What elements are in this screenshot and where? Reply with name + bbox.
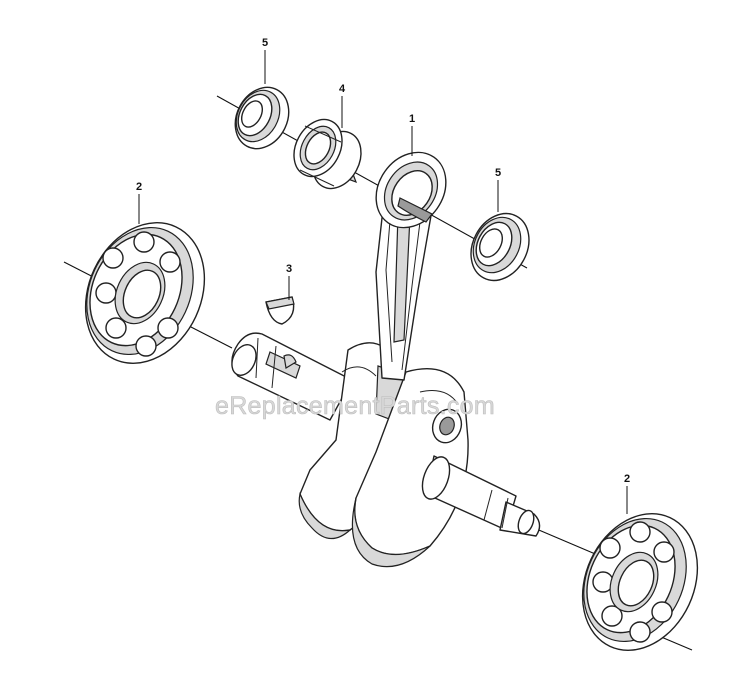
seal-ring-right xyxy=(470,212,530,282)
callout-woodruff-key: 3 xyxy=(286,263,292,275)
callout-seal-right: 5 xyxy=(495,167,501,179)
crankshaft xyxy=(231,332,541,568)
callout-connecting-rod: 1 xyxy=(409,113,415,125)
watermark: eReplacementParts.com xyxy=(215,392,495,420)
callout-seal-top: 5 xyxy=(262,37,268,49)
seal-ring-top xyxy=(234,86,290,150)
needle-bearing-cage xyxy=(293,118,362,190)
callout-bearing-cage: 4 xyxy=(339,83,346,95)
leader-lines xyxy=(138,50,628,514)
connecting-rod xyxy=(375,151,447,381)
callout-bearing-right: 2 xyxy=(624,473,630,485)
ball-bearing-right xyxy=(581,513,699,651)
woodruff-key xyxy=(265,296,295,325)
callout-labels: 5 4 1 5 2 3 2 xyxy=(136,37,630,485)
callout-bearing-left: 2 xyxy=(136,181,142,193)
ball-bearing-left xyxy=(84,222,206,364)
